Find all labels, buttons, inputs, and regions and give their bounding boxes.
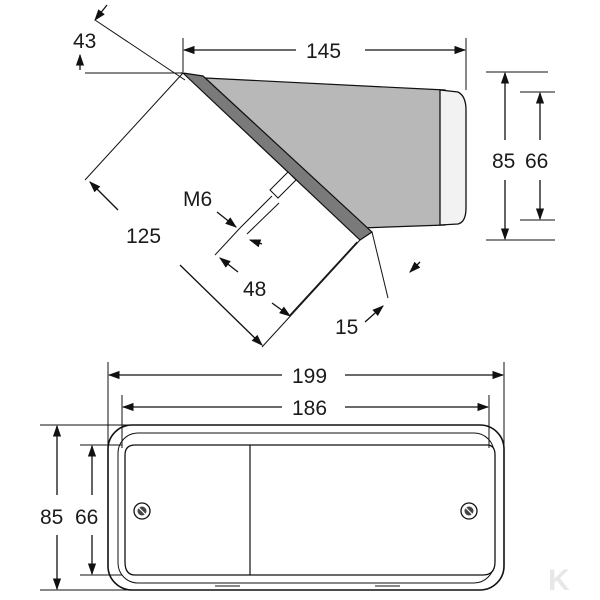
dim-width-inner-label: 186: [292, 397, 327, 420]
screw-left-icon: [133, 502, 151, 520]
dim-bolt-spacing-label: 48: [243, 278, 266, 301]
dim-thread-label: M6: [183, 188, 212, 211]
lens-outline: [124, 444, 496, 576]
dim-front-height-inner-label: 66: [75, 506, 98, 529]
dim-offset-label: 15: [335, 316, 358, 339]
lens-cap: [439, 89, 467, 226]
dim-front-height-outer-label: 85: [40, 506, 63, 529]
watermark-letter: K: [548, 564, 570, 597]
side-view: 43 145 125 M6 48 15 85 66: [73, 4, 555, 348]
dim-depth-label: 145: [306, 40, 341, 63]
dim-diag-label: 125: [126, 225, 161, 248]
brand-logo: K: [548, 564, 570, 597]
front-view: 199 186 85 66: [40, 362, 505, 591]
dim-height-outer-label: 85: [492, 150, 515, 173]
dim-width-outer-label: 199: [292, 365, 327, 388]
bolt: [239, 171, 297, 235]
dim-angle-label: 43: [73, 30, 96, 53]
dim-height-inner-label: 66: [525, 150, 548, 173]
screw-right-icon: [460, 502, 478, 520]
